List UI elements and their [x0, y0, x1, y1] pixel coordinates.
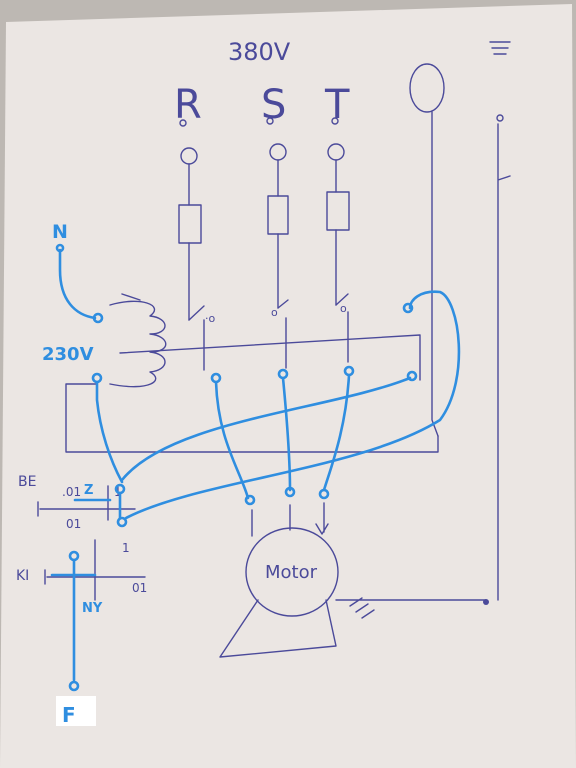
motor-terminal-u	[244, 494, 256, 506]
control-return-wire	[124, 290, 461, 520]
motor-base	[219, 599, 337, 658]
label-sticker	[56, 696, 96, 726]
motor-wire-w	[322, 373, 351, 492]
fuse-r	[178, 204, 202, 244]
terminal-s-top	[266, 117, 274, 125]
earth-line	[497, 123, 511, 601]
motor-terminals	[251, 502, 329, 537]
earth-junction-dot	[483, 599, 489, 605]
motor-wire-v	[281, 376, 292, 492]
motor-earth-connection	[335, 597, 487, 619]
contact-label-z: Z	[84, 483, 93, 498]
terminal-r-top	[179, 119, 187, 127]
switch-internal-wires	[72, 491, 122, 682]
motor-circle	[245, 527, 339, 617]
neutral-line	[431, 111, 439, 437]
paper-sheet	[0, 4, 576, 768]
switch-on-lever	[44, 569, 146, 585]
self-hold-wire	[120, 376, 412, 482]
contact-number-01: .01	[62, 485, 81, 499]
voltage-label: 380V	[228, 38, 291, 66]
fuse-t	[326, 191, 350, 231]
neutral-input-label: N	[52, 221, 68, 243]
earth-symbol	[489, 41, 511, 55]
contact-number-01-b: 01	[132, 581, 147, 595]
contact-label-ny: NY	[82, 601, 103, 616]
motor-terminal-w	[318, 488, 330, 500]
motor-label: Motor	[265, 562, 318, 583]
phase-t-label: T	[324, 82, 350, 128]
coil-terminal-a1	[92, 312, 104, 324]
coil-to-switch-wire	[95, 380, 124, 484]
switch-contact-2	[116, 516, 128, 528]
terminal-earth-top	[496, 114, 504, 122]
pole-t-marks: o	[340, 302, 347, 315]
coil-lead-top	[121, 293, 141, 301]
motor-terminal-v	[284, 486, 296, 498]
coil-voltage-label: 230V	[42, 344, 94, 365]
self-hold-contact	[406, 370, 418, 382]
contact-pole-r	[188, 305, 205, 321]
contact-number-nc: 01	[66, 517, 81, 531]
phase-s-label: S	[261, 82, 286, 128]
terminal-t-top	[331, 117, 339, 125]
neutral-wire	[58, 248, 97, 320]
phase-input-label: F	[62, 703, 76, 727]
contact-pole-t	[335, 293, 349, 306]
phase-r-label: R	[174, 82, 202, 128]
contact-number-no: 1	[122, 541, 130, 555]
neutral-circle-symbol	[409, 63, 445, 113]
pole-r-marks: ·o	[205, 312, 215, 325]
switch-guides	[94, 485, 109, 601]
coil-actuator-bar	[119, 334, 421, 381]
neutral-input-terminal	[55, 243, 65, 253]
control-top-contact	[402, 302, 414, 314]
contactor-coil	[109, 300, 167, 388]
motor-wire-u	[214, 380, 250, 500]
control-frame	[65, 383, 439, 453]
switch-off-label: BE	[18, 474, 36, 490]
switch-on-label: KI	[16, 568, 29, 584]
contact-pole-s	[277, 299, 289, 309]
phase-input-terminal	[68, 680, 80, 692]
pole-s-marks: o	[271, 306, 278, 319]
